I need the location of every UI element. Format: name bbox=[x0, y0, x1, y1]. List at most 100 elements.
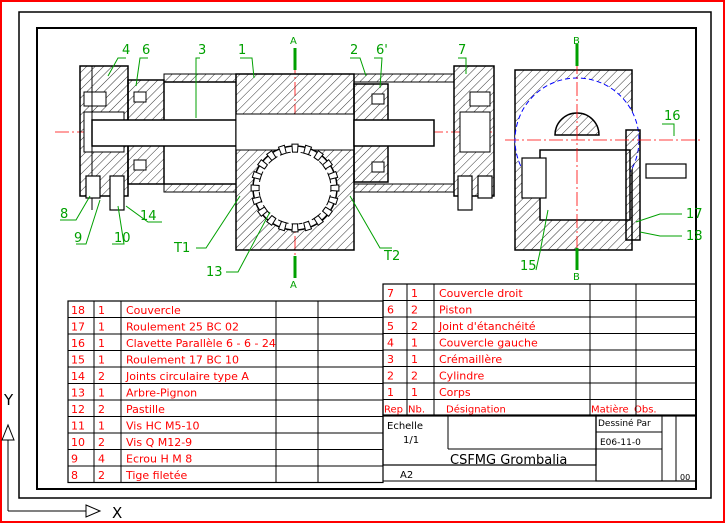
bom-right-rep: 7 bbox=[387, 287, 394, 300]
callout-8: 8 bbox=[60, 207, 68, 222]
bom-left-rep: 12 bbox=[71, 403, 85, 416]
bom-header-designation: Désignation bbox=[446, 404, 506, 416]
nut-right bbox=[477, 175, 493, 199]
right-cylinder-top bbox=[353, 73, 455, 83]
bom-left-designation: Clavette Parallèle 6 - 6 - 24 bbox=[126, 337, 276, 350]
left-rod bbox=[91, 119, 243, 147]
bom-left-designation: Joints circulaire type A bbox=[125, 370, 249, 383]
left-cylinder-bot bbox=[163, 183, 237, 193]
callout-15: 15 bbox=[520, 259, 537, 274]
gear-tooth bbox=[277, 220, 287, 232]
leader-18 bbox=[639, 231, 682, 237]
side-cover bbox=[625, 129, 641, 241]
bom-right-nb: 1 bbox=[411, 337, 418, 350]
leader-T2 bbox=[349, 195, 392, 249]
right-cover-port bbox=[469, 91, 491, 107]
bom-left-rep: 10 bbox=[71, 436, 85, 449]
bom-left-rep: 9 bbox=[71, 453, 78, 466]
echelle-label: Echelle bbox=[387, 421, 423, 432]
gear-teeth bbox=[250, 143, 340, 233]
bom-right-designation: Piston bbox=[439, 304, 472, 317]
callout-3: 3 bbox=[198, 43, 206, 58]
leader-15 bbox=[535, 209, 549, 271]
callout-1: 1 bbox=[238, 43, 246, 58]
gear-tooth bbox=[291, 223, 299, 233]
leader-8 bbox=[60, 195, 91, 221]
gear-tooth bbox=[303, 144, 313, 156]
bom-left-rep: 8 bbox=[71, 469, 78, 482]
left-piston-groove-bot bbox=[133, 159, 147, 171]
section-a-top-label: A bbox=[290, 36, 297, 47]
bom-right-designation: Couvercle gauche bbox=[439, 337, 538, 350]
bom-left-rep: 15 bbox=[71, 354, 85, 367]
bom-left-designation: Arbre-Pignon bbox=[126, 387, 197, 400]
bom-right-nb: 1 bbox=[411, 386, 418, 399]
left-cylinder-top bbox=[163, 73, 237, 83]
bom-left-nb: 1 bbox=[98, 321, 105, 334]
callout-14: 14 bbox=[140, 209, 157, 224]
callout-10: 10 bbox=[114, 231, 131, 246]
bom-right-designation: Joint d'étanchéité bbox=[438, 320, 536, 333]
bom-header-nb: Nb. bbox=[408, 405, 425, 416]
right-cover-bore bbox=[459, 111, 491, 153]
bom-header-obs: Obs. bbox=[634, 405, 657, 416]
gear-tooth bbox=[256, 206, 269, 218]
leader-2 bbox=[350, 57, 367, 77]
bom-left-nb: 1 bbox=[98, 387, 105, 400]
date: E06-11-0 bbox=[600, 438, 641, 448]
format: A2 bbox=[400, 470, 413, 481]
sheet-number: 00 bbox=[680, 473, 690, 482]
nut-left bbox=[85, 175, 101, 199]
bom-right-designation: Corps bbox=[439, 386, 471, 399]
gear-tooth bbox=[250, 184, 260, 192]
bom-left-nb: 1 bbox=[98, 304, 105, 317]
bom-header-rep: Rep bbox=[384, 405, 403, 416]
leader-4 bbox=[107, 57, 126, 77]
right-cylinder-bot bbox=[353, 183, 455, 193]
bom-left-nb: 2 bbox=[98, 370, 105, 383]
bom-left-designation: Vis HC M5-10 bbox=[126, 420, 199, 433]
callout-13: 13 bbox=[206, 265, 223, 280]
callout-18: 18 bbox=[686, 229, 703, 244]
bom-right-nb: 2 bbox=[411, 304, 418, 317]
side-key-shaft bbox=[645, 163, 687, 179]
left-cover-port bbox=[83, 91, 107, 107]
bom-header-matiere: Matière bbox=[591, 404, 629, 416]
gear-tooth bbox=[327, 170, 339, 180]
callout-6p: 6' bbox=[376, 43, 388, 58]
bom-left-nb: 2 bbox=[98, 436, 105, 449]
ucs-x-label: X bbox=[112, 504, 122, 522]
title-block: Echelle 1/1 Dessiné Par E06-11-0 CSFMG G… bbox=[382, 414, 697, 482]
bom-right-rep: 1 bbox=[387, 386, 394, 399]
bom-left-rep: 17 bbox=[71, 321, 85, 334]
front-section-view bbox=[55, 48, 495, 278]
bom-right-nb: 2 bbox=[411, 370, 418, 383]
leader-13 bbox=[226, 211, 271, 273]
bom-left-rep: 13 bbox=[71, 387, 85, 400]
leader-1 bbox=[240, 57, 255, 79]
echelle-value: 1/1 bbox=[403, 435, 419, 446]
ucs-y-label: Y bbox=[3, 391, 14, 409]
callout-4: 4 bbox=[122, 43, 130, 58]
bom-left-nb: 2 bbox=[98, 403, 105, 416]
side-bearing-left bbox=[521, 157, 547, 199]
leader-14 bbox=[125, 205, 162, 223]
gear-tooth bbox=[303, 220, 313, 232]
bom-left-rep: 14 bbox=[71, 370, 85, 383]
bom-left-rep: 11 bbox=[71, 420, 85, 433]
gear-tooth bbox=[330, 184, 340, 192]
gear-tooth bbox=[291, 143, 299, 153]
side-section-view bbox=[505, 44, 700, 270]
leader-9 bbox=[76, 199, 101, 245]
leader-3 bbox=[195, 57, 200, 118]
dessine-par: Dessiné Par bbox=[598, 418, 651, 429]
bom-right-rep: 4 bbox=[387, 337, 394, 350]
gear-tooth bbox=[277, 144, 287, 156]
bom-right-rep: 2 bbox=[387, 370, 394, 383]
gear-tooth bbox=[327, 196, 339, 206]
gear-tooth bbox=[313, 149, 325, 162]
bom-left-designation: Vis Q M12-9 bbox=[126, 436, 192, 449]
gear-tooth bbox=[321, 206, 334, 218]
bom-left-nb: 1 bbox=[98, 337, 105, 350]
